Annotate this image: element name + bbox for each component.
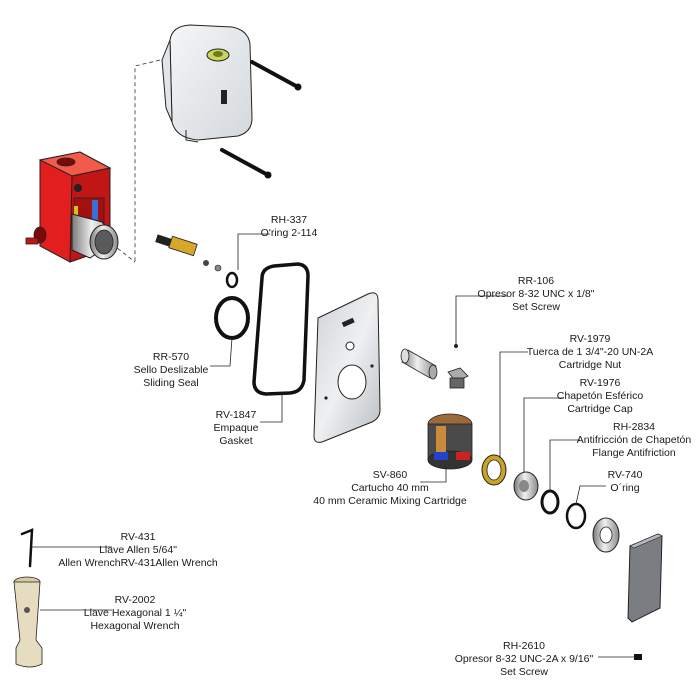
ceramic-cartridge — [427, 413, 473, 470]
wall-plate — [313, 292, 381, 443]
flange-antifriction — [540, 489, 560, 515]
set-screw-bottom — [634, 654, 642, 660]
gasket — [252, 262, 310, 396]
protective-cover — [161, 24, 253, 143]
brass-stem — [155, 234, 222, 272]
allen-wrench — [20, 528, 34, 568]
hexagonal-wrench — [13, 576, 43, 668]
valve-body — [25, 151, 119, 263]
cartridge-nut — [481, 454, 507, 486]
small-oring — [225, 271, 239, 289]
guide-lines — [111, 59, 161, 263]
cartridge-cap — [513, 471, 539, 501]
handle-lever — [627, 533, 663, 623]
sliding-seal — [214, 296, 250, 340]
leader-lines — [30, 233, 636, 658]
escutcheon-washer — [592, 517, 620, 553]
spacer-tube — [400, 348, 438, 380]
long-screws — [220, 60, 302, 179]
set-screw-block — [447, 367, 469, 389]
oring-rv740 — [565, 502, 587, 530]
